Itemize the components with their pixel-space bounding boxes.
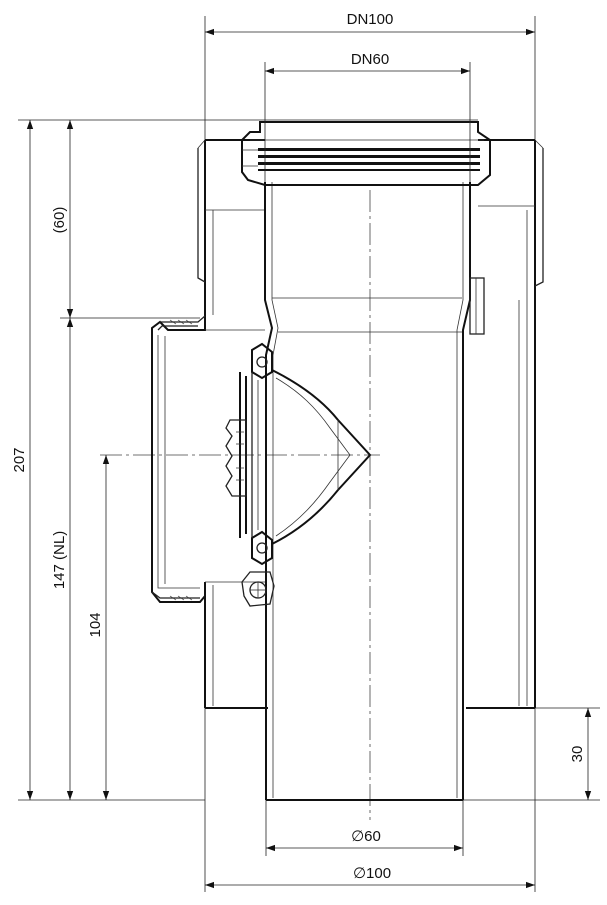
label-60-paren: (60) (51, 207, 68, 234)
label-dn100: DN100 (347, 11, 394, 28)
dimension-dn100 (204, 16, 536, 140)
label-30: 30 (569, 746, 586, 763)
left-extension-lines (18, 119, 478, 801)
dimension-30 (463, 707, 600, 801)
label-207: 207 (11, 447, 28, 472)
label-147-nl: 147 (NL) (51, 531, 68, 589)
outer-pipe-body (197, 139, 544, 709)
top-seal-ring (241, 121, 491, 186)
label-104: 104 (87, 612, 104, 637)
dimension-dn60 (264, 62, 471, 182)
label-dia-100: ∅100 (353, 865, 391, 882)
label-dn60: DN60 (351, 51, 389, 68)
label-dia-60: ∅60 (351, 828, 381, 845)
dimension-dia-100 (204, 708, 536, 892)
check-valve (225, 342, 372, 607)
inner-pipe (264, 182, 485, 801)
dimension-dia-60 (265, 800, 464, 856)
cleanout-cap (151, 312, 265, 603)
